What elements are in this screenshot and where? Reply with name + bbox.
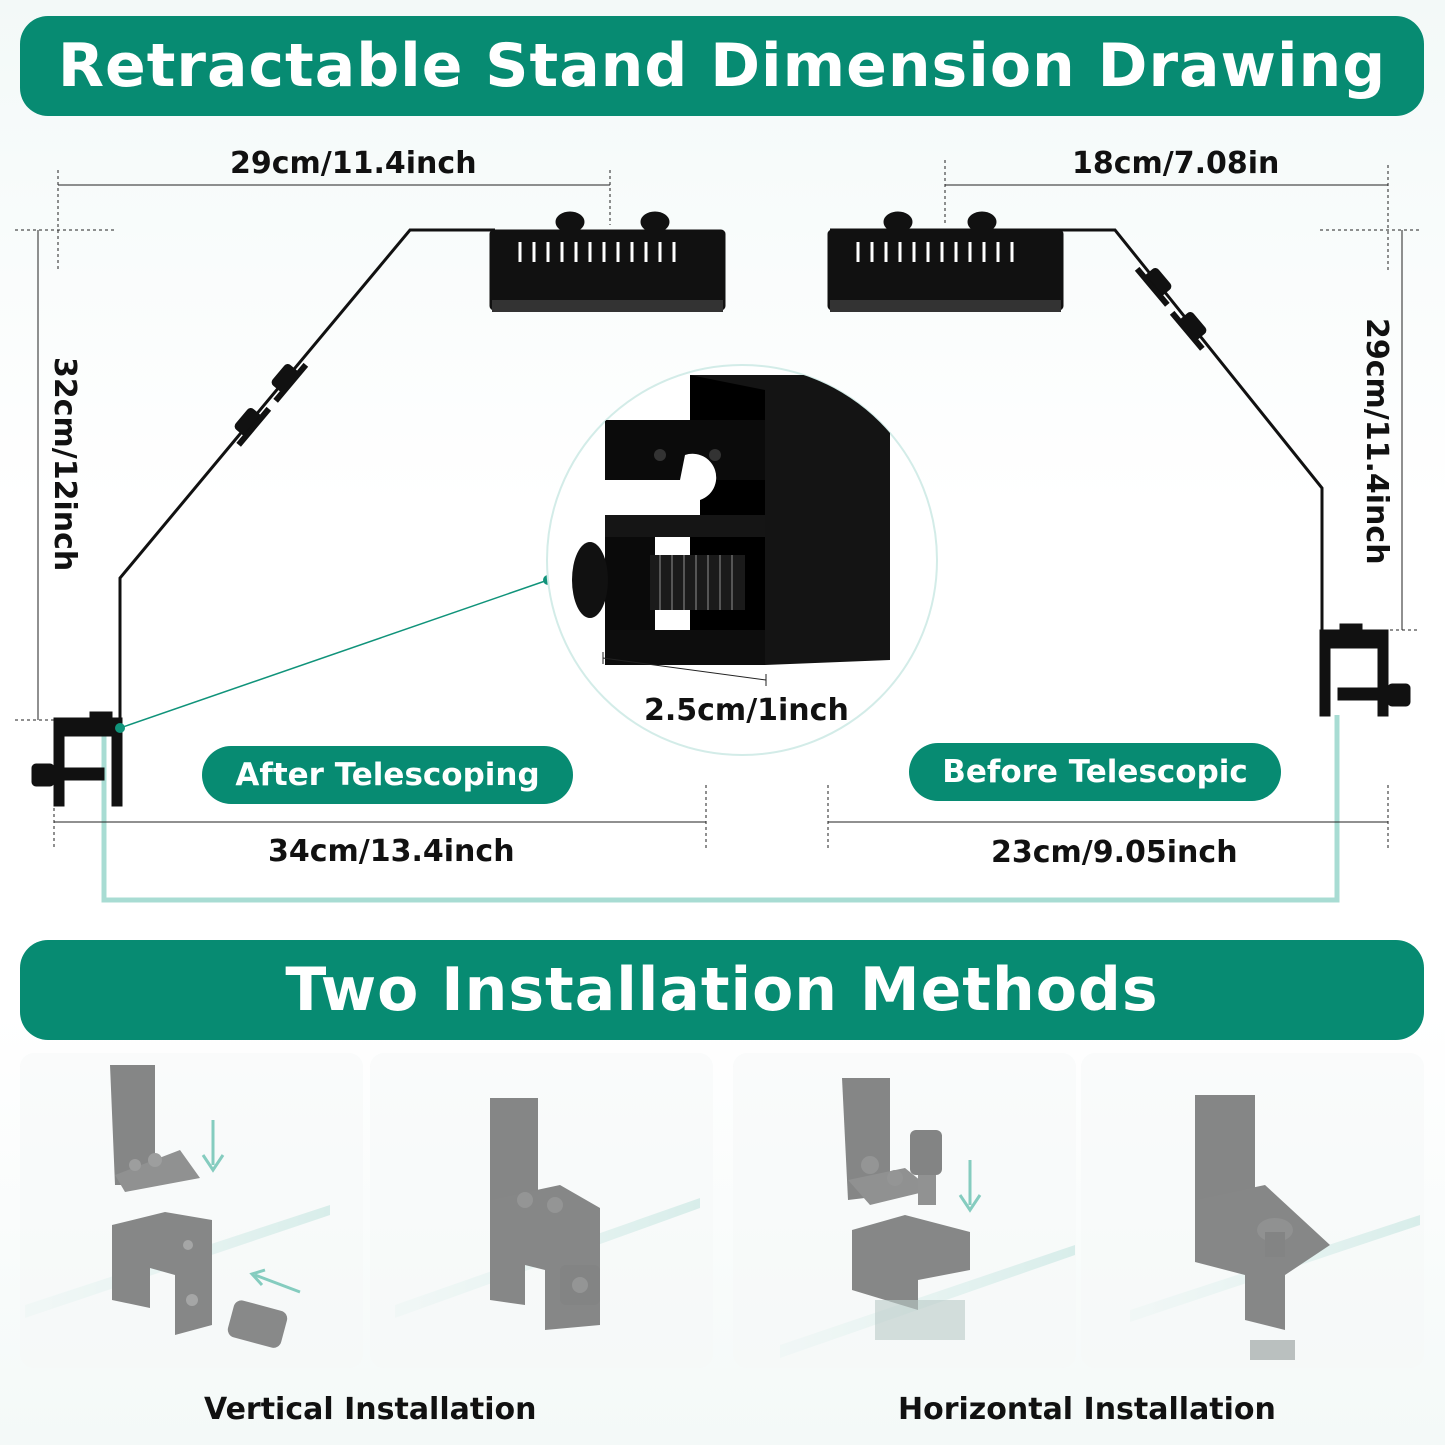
horizontal-step-1-panel — [733, 1053, 1076, 1368]
vertical-step-2-panel — [370, 1053, 713, 1368]
left-stand — [31, 211, 726, 807]
vertical-installation-caption: Vertical Installation — [204, 1392, 537, 1427]
clamp-zoom-detail — [546, 364, 938, 756]
clamp-width-label: 2.5cm/1inch — [644, 693, 849, 728]
horizontal-installation-caption: Horizontal Installation — [898, 1392, 1276, 1427]
stand-connector-line — [101, 715, 1340, 903]
left-top-width-label: 29cm/11.4inch — [230, 146, 477, 181]
vertical-step-1-panel — [20, 1053, 363, 1368]
right-top-width-label: 18cm/7.08in — [1072, 146, 1280, 181]
dimension-guides — [15, 160, 1420, 850]
left-bottom-width-label: 34cm/13.4inch — [268, 834, 515, 869]
right-stand — [827, 211, 1411, 717]
installation-methods-title: Two Installation Methods — [20, 940, 1424, 1040]
horizontal-step-2-panel — [1081, 1053, 1424, 1368]
after-telescoping-badge: After Telescoping — [202, 746, 573, 804]
before-telescopic-badge: Before Telescopic — [909, 743, 1281, 801]
right-bottom-width-label: 23cm/9.05inch — [991, 835, 1238, 870]
dimension-drawing-title: Retractable Stand Dimension Drawing — [20, 16, 1424, 116]
left-height-label: 32cm/12inch — [47, 357, 82, 572]
right-height-label: 29cm/11.4inch — [1359, 318, 1394, 565]
